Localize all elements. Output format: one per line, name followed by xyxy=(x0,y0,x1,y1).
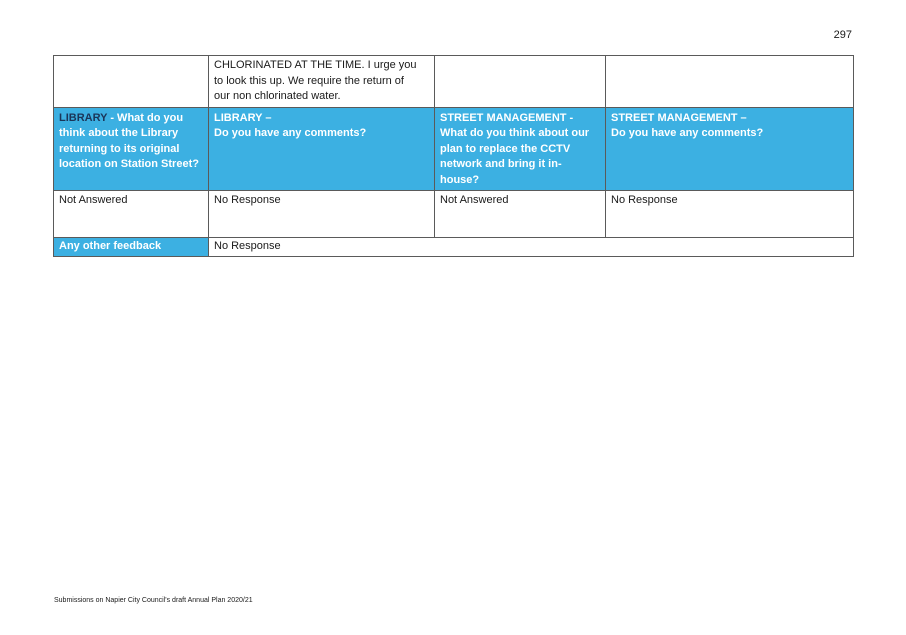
continued-line: our non chlorinated water. xyxy=(214,90,341,102)
answer-cell: No Response xyxy=(605,190,854,238)
header-text: What do you think about our plan to repl… xyxy=(440,127,590,186)
continued-comment-cell: CHLORINATED AT THE TIME. I urge you to l… xyxy=(208,55,435,108)
other-feedback-label: Any other feedback xyxy=(53,237,209,257)
empty-cell xyxy=(605,55,854,108)
header-lead: STREET MANAGEMENT - xyxy=(440,111,574,124)
header-text: Do you have any comments? xyxy=(611,127,764,139)
header-lead: LIBRARY – xyxy=(214,111,272,124)
page-number: 297 xyxy=(833,29,852,41)
header-library-comments: LIBRARY – Do you have any comments? xyxy=(208,106,435,191)
table-row: Not Answered No Response Not Answered No… xyxy=(53,190,854,238)
answer-cell: No Response xyxy=(208,190,435,238)
other-feedback-value: No Response xyxy=(208,237,854,257)
header-text: - What do you think about the Library re… xyxy=(59,111,199,171)
header-text: Do you have any comments? xyxy=(214,127,367,139)
empty-cell xyxy=(53,55,209,108)
header-street-comments: STREET MANAGEMENT – Do you have any comme… xyxy=(605,106,854,191)
table-row: Any other feedback No Response xyxy=(53,237,854,257)
answer-cell: Not Answered xyxy=(434,190,606,238)
header-library-question: LIBRARY - What do you think about the Li… xyxy=(53,106,209,191)
continued-line: CHLORINATED AT THE TIME. I urge you xyxy=(214,59,417,71)
page-footer: Submissions on Napier City Council's dra… xyxy=(54,597,253,604)
submission-table: CHLORINATED AT THE TIME. I urge you to l… xyxy=(53,55,854,257)
empty-cell xyxy=(434,55,606,108)
header-lead: STREET MANAGEMENT – xyxy=(611,111,747,124)
header-lead: LIBRARY xyxy=(59,111,108,124)
table-row: CHLORINATED AT THE TIME. I urge you to l… xyxy=(53,55,854,108)
table-header-row: LIBRARY - What do you think about the Li… xyxy=(53,106,854,191)
answer-cell: Not Answered xyxy=(53,190,209,238)
header-street-question: STREET MANAGEMENT - What do you think abo… xyxy=(434,106,606,191)
continued-line: to look this up. We require the return o… xyxy=(214,74,404,87)
